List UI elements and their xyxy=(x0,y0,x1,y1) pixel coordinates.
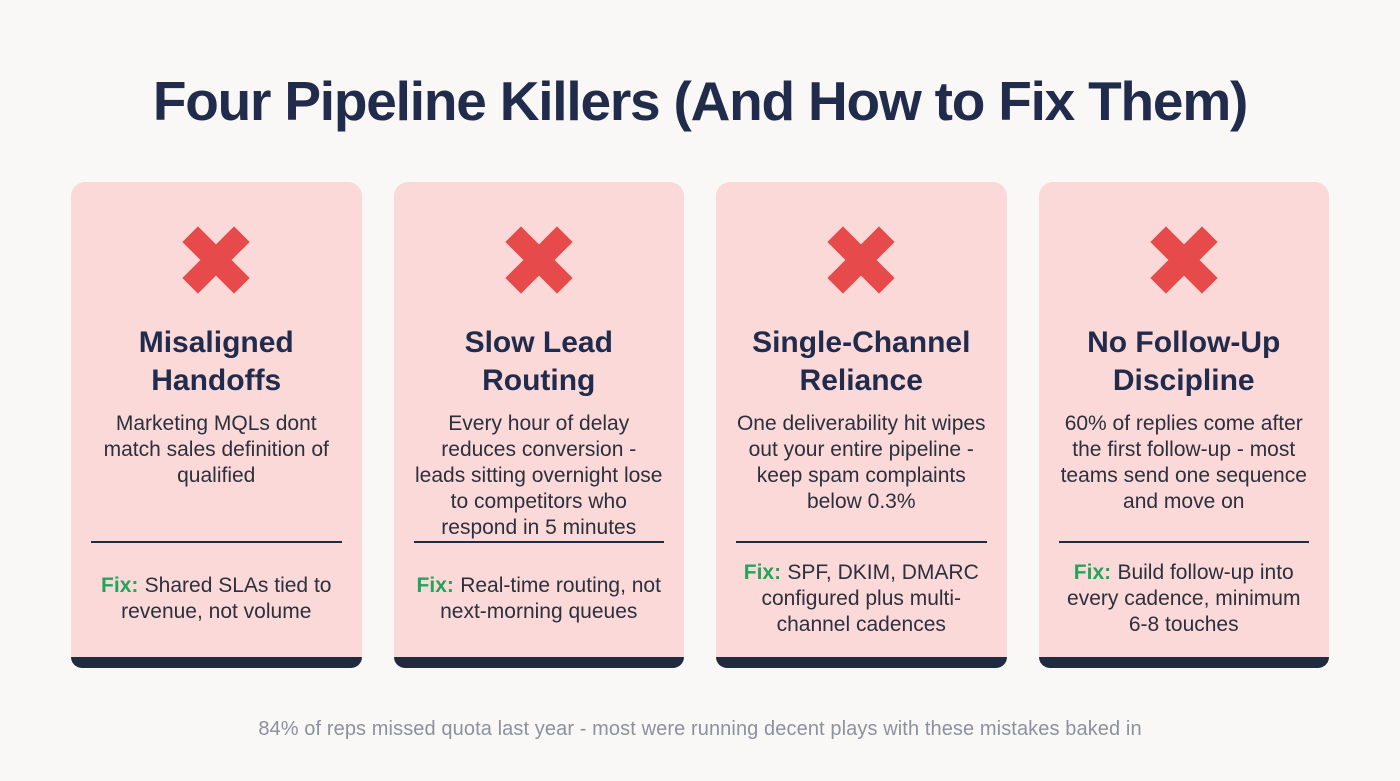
card-body-text: Marketing MQLs dont match sales definiti… xyxy=(103,412,329,488)
card-body-text: Every hour of delay reduces conversion -… xyxy=(415,412,663,540)
card-title-line2: Routing xyxy=(482,363,596,397)
card-body-text: 60% of replies come after the first foll… xyxy=(1060,412,1307,514)
card-divider xyxy=(91,541,342,543)
fix-label: Fix: xyxy=(1073,560,1112,584)
card-divider xyxy=(736,541,987,543)
card-title-line1: No Follow-Up xyxy=(1087,326,1281,359)
card-title: Misaligned Handoffs xyxy=(139,324,294,399)
pipeline-killer-card-no-follow-up-discipline: No Follow-Up Discipline 60% of replies c… xyxy=(1038,182,1329,668)
fix-text: Build follow-up into every cadence, mini… xyxy=(1067,560,1301,637)
card-title-line1: Single-Channel xyxy=(752,326,971,359)
card-title-line1: Misaligned xyxy=(138,326,294,359)
fix-label: Fix: xyxy=(743,560,782,584)
card-fix-text: Fix:Build follow-up into every cadence, … xyxy=(1059,543,1310,655)
x-mark-icon xyxy=(827,226,895,294)
x-mark-icon xyxy=(182,226,250,294)
card-title: Slow Lead Routing xyxy=(465,324,613,399)
fix-label: Fix: xyxy=(416,574,454,598)
infographic-page: Four Pipeline Killers (And How to Fix Th… xyxy=(0,68,1400,781)
pipeline-killer-card-misaligned-handoffs: Misaligned Handoffs Marketing MQLs dont … xyxy=(71,182,362,668)
card-title-line2: Handoffs xyxy=(151,363,282,397)
card-bottom-accent-bar xyxy=(716,657,1007,668)
pipeline-killer-card-slow-lead-routing: Slow Lead Routing Every hour of delay re… xyxy=(393,182,684,668)
card-title: No Follow-Up Discipline xyxy=(1087,324,1280,399)
card-title: Single-Channel Reliance xyxy=(752,324,970,399)
card-bottom-accent-bar xyxy=(393,657,684,668)
x-mark-icon xyxy=(1150,226,1218,294)
x-mark-icon xyxy=(505,226,573,294)
footer-stat-note: 84% of reps missed quota last year - mos… xyxy=(258,718,1142,740)
fix-text: SPF, DKIM, DMARC configured plus multi-c… xyxy=(761,560,979,637)
page-title: Four Pipeline Killers (And How to Fix Th… xyxy=(152,70,1248,132)
card-title-line2: Discipline xyxy=(1112,363,1255,397)
fix-text: Shared SLAs tied to revenue, not volume xyxy=(121,573,332,623)
card-divider xyxy=(1058,541,1309,543)
card-fix-text: Fix:Shared SLAs tied to revenue, not vol… xyxy=(91,543,342,655)
pipeline-killer-card-single-channel-reliance: Single-Channel Reliance One deliverabili… xyxy=(716,182,1007,668)
fix-label: Fix: xyxy=(101,573,139,597)
fix-text: Real-time routing, not next-morning queu… xyxy=(440,574,661,624)
card-title-line2: Reliance xyxy=(799,363,923,397)
card-fix-text: Fix:SPF, DKIM, DMARC configured plus mul… xyxy=(736,543,987,655)
card-body-text: One deliverability hit wipes out your en… xyxy=(736,412,986,514)
card-bottom-accent-bar xyxy=(1038,657,1329,668)
cards-row: Misaligned Handoffs Marketing MQLs dont … xyxy=(71,182,1329,668)
card-bottom-accent-bar xyxy=(71,657,362,668)
card-fix-text: Fix:Real-time routing, not next-morning … xyxy=(414,543,665,655)
card-title-line1: Slow Lead xyxy=(464,326,613,359)
card-divider xyxy=(413,541,664,544)
